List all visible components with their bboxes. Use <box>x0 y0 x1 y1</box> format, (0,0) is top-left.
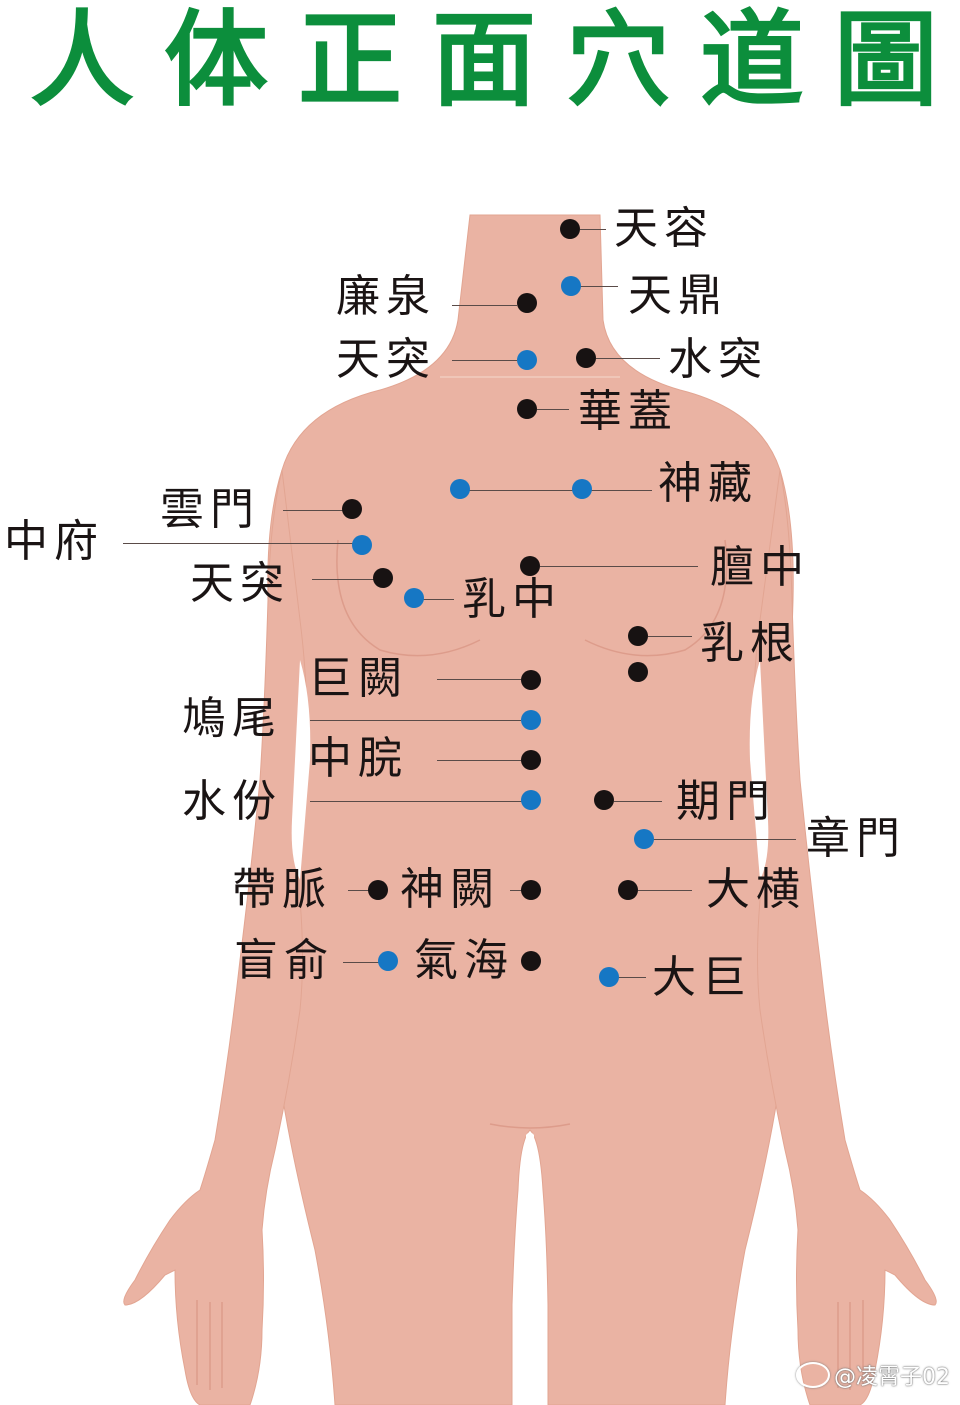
leader-line <box>540 566 698 567</box>
acupoint-label-daheng: 大横 <box>706 864 806 915</box>
acupoint-label-rugen: 乳根 <box>700 618 800 669</box>
acupoint-dot-tianding <box>561 276 581 296</box>
leader-line <box>614 801 662 802</box>
acupoint-dot-juque <box>521 670 541 690</box>
leader-line <box>123 543 353 544</box>
leader-line <box>648 636 692 637</box>
acupoint-label-qimen: 期門 <box>676 776 776 827</box>
acupoint-dot-lianquan <box>517 293 537 313</box>
leader-line <box>437 679 521 680</box>
leader-line <box>437 760 521 761</box>
acupoint-dot-daheng <box>618 880 638 900</box>
acupoint-dot-shuifen <box>521 790 541 810</box>
acupoint-label-tianrong: 天容 <box>614 203 714 254</box>
acupoint-label-huangshu: 盲俞 <box>234 935 334 986</box>
title-char: 体 <box>163 0 268 121</box>
acupoint-label-qihai: 氣海 <box>414 935 514 986</box>
acupoint-dot-tianrong <box>560 219 580 239</box>
leader-line <box>580 229 606 230</box>
title-char: 道 <box>699 0 804 121</box>
acupoint-dot-rugen <box>628 626 648 646</box>
acupoint-dot-daju <box>599 967 619 987</box>
leader-line <box>283 510 343 511</box>
acupoint-dot-yunmen <box>342 499 362 519</box>
leader-line <box>452 305 517 306</box>
title-char: 面 <box>431 0 536 121</box>
acupoint-label-zhangmen: 章門 <box>806 813 906 864</box>
acupoint-label-jiuwei: 鳩尾 <box>182 693 282 744</box>
acupoint-label-tiantu: 天突 <box>336 334 436 385</box>
leader-line <box>452 360 517 361</box>
leader-line <box>416 599 454 600</box>
leader-line <box>580 286 618 287</box>
title-char: 正 <box>297 0 402 121</box>
acupoint-label-tiantu2: 天突 <box>190 558 290 609</box>
acupoint-label-tianding: 天鼎 <box>628 270 728 321</box>
acupoint-dot-tiantu2 <box>373 568 393 588</box>
leader-line <box>310 801 531 802</box>
acupoint-dot-shuitu <box>576 348 596 368</box>
watermark: @凌霄子02 <box>796 1359 950 1391</box>
title-char: 圖 <box>833 0 938 121</box>
acupoint-label-yunmen: 雲門 <box>160 484 260 535</box>
acupoint-dot-huagai <box>517 399 537 419</box>
acupoint-dot-huangshu <box>378 951 398 971</box>
title-char: 人 <box>30 0 135 121</box>
acupoint-label-lianquan: 廉泉 <box>336 271 436 322</box>
acupoint-dot-tiantu <box>517 350 537 370</box>
acupoint-dot-rugen2 <box>628 662 648 682</box>
acupoint-label-ruzhong: 乳中 <box>462 574 562 625</box>
acupoint-dot-shencang <box>572 479 592 499</box>
acupoint-label-shencang: 神藏 <box>658 458 758 509</box>
leader-line <box>638 890 692 891</box>
weibo-icon <box>796 1362 830 1388</box>
acupoint-dot-zhongwan <box>521 750 541 770</box>
acupoint-label-huagai: 華蓋 <box>578 386 678 437</box>
acupoint-dot-jiuwei <box>521 710 541 730</box>
acupoint-dot-shenque <box>521 880 541 900</box>
acupoint-label-zhongwan: 中脘 <box>308 733 408 784</box>
acupoint-dot-zhangmen <box>634 829 654 849</box>
leader-line <box>537 409 569 410</box>
acupoint-label-danzhong: 膻中 <box>710 542 810 593</box>
acupoint-label-daimai: 帶脈 <box>232 864 332 915</box>
page-title: 人 体 正 面 穴 道 圖 <box>0 0 960 120</box>
title-char: 穴 <box>565 0 670 121</box>
acupoint-dot-qimen <box>594 790 614 810</box>
acupoint-dot-daimai <box>368 880 388 900</box>
leader-line <box>596 358 660 359</box>
leader-line <box>312 579 374 580</box>
acupoint-dot-qihai <box>521 951 541 971</box>
leader-line <box>310 720 521 721</box>
leader-line <box>460 490 652 491</box>
leader-line <box>348 890 370 891</box>
acupoint-dot-ruzhong <box>404 588 424 608</box>
leader-line <box>646 839 796 840</box>
acupoint-label-zhongfu: 中府 <box>4 516 104 567</box>
leader-line <box>343 962 379 963</box>
acupoint-dot-shencang-left <box>450 479 470 499</box>
acupoint-label-juque: 巨闕 <box>308 653 408 704</box>
acupoint-label-daju: 大巨 <box>652 952 752 1003</box>
acupoint-label-shenque: 神闕 <box>400 864 500 915</box>
watermark-text: @凌霄子02 <box>834 1365 950 1390</box>
acupoint-label-shuifen: 水份 <box>182 776 282 827</box>
leader-line <box>612 977 646 978</box>
acupoint-dot-zhongfu <box>352 535 372 555</box>
leader-line <box>510 890 522 891</box>
acupoint-label-shuitu: 水突 <box>668 334 768 385</box>
acupoint-dot-danzhong <box>520 556 540 576</box>
